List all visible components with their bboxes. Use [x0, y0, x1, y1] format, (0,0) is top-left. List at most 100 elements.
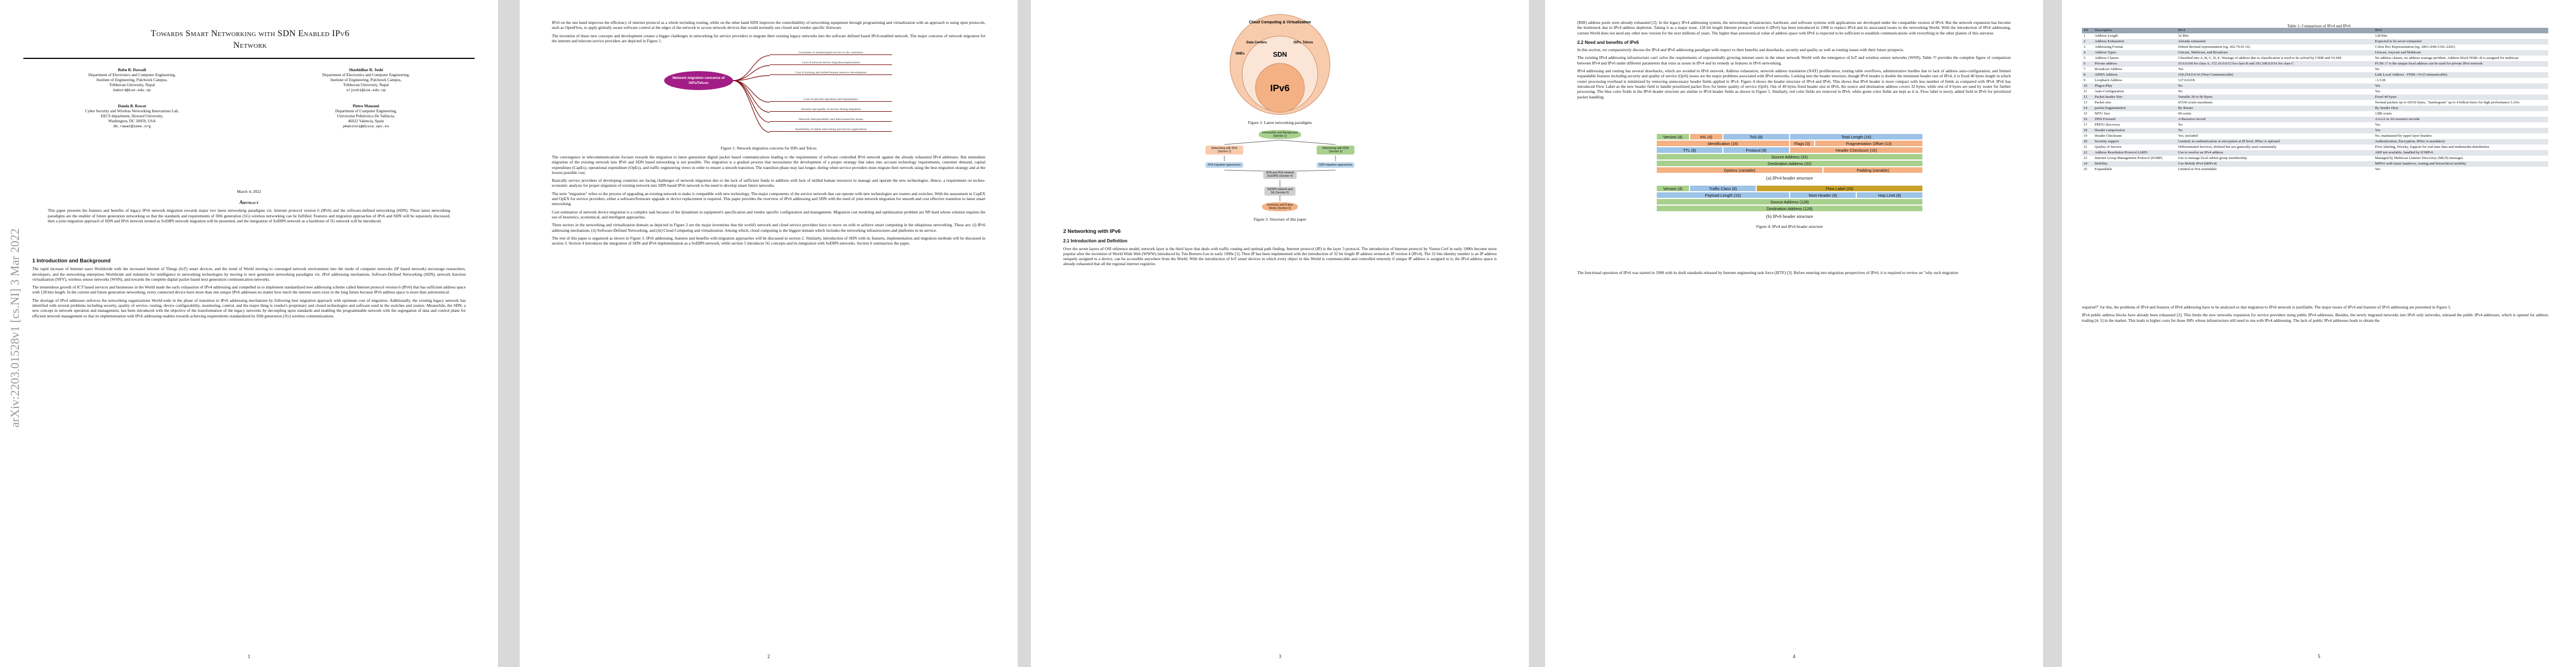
table-cell: Auto-Configuration — [2095, 89, 2124, 93]
figure-1-connectors — [733, 55, 770, 133]
table-1-caption: Table 1: Comparison of IPv4 and IPv6 — [2287, 23, 2351, 28]
page4-bottom-text: The functional operation of IPv6 was sta… — [1577, 270, 2011, 278]
table-cell: 12 — [2082, 94, 2093, 100]
author-affiliation: Institute of Engineering, Pulchowk Campu… — [96, 78, 168, 82]
paragraph: IPv4 public address blocks have already … — [2082, 312, 2548, 323]
table-cell: 11 — [2084, 89, 2087, 93]
table-cell: No — [2178, 89, 2183, 93]
paragraph: The rest of this paper is organized as s… — [552, 235, 985, 246]
fig3-5g-node: SoDIP6 network and 5G (Section 5) — [1264, 187, 1296, 196]
paragraph: The tremendous growth of ICT based servi… — [32, 285, 466, 295]
table-cell: Normal packets up to 65536 bytes, "Jumbo… — [2375, 101, 2520, 104]
table-cell: Unicast, Anycast and Multicast — [2373, 50, 2548, 56]
author-email[interactable]: baburd@ioe.edu.np — [113, 88, 151, 92]
header-field: Destination Address (128) — [1656, 205, 1923, 212]
figure-1-item: Availability of stable networking and se… — [770, 128, 892, 132]
paragraph: Three sectors in the networking and virt… — [552, 222, 985, 233]
table-cell: Quality of Service — [2095, 145, 2122, 149]
table-cell: By Sender Host — [2373, 106, 2548, 111]
header-row: Destination Address (128) — [1656, 205, 1923, 212]
author-email[interactable]: pmanzoni@disca.upv.es — [342, 125, 390, 128]
table-cell: Managed by Multicast Listener Discovery … — [2375, 156, 2463, 160]
page-number: 5 — [2318, 654, 2320, 659]
date: March 4, 2022 — [237, 189, 261, 194]
table-cell: 18 — [2082, 128, 2093, 133]
figure-4: Version (4)IHL (4)ToS (8)Total Length (1… — [1656, 133, 1923, 233]
paragraph: Over the seven layers of OSI reference m… — [1063, 246, 1497, 267]
figure-1-item: Security and quality of service during m… — [770, 108, 892, 112]
paragraph: The convergence in telecommunications fo… — [552, 155, 985, 175]
table-cell: 8 — [2082, 72, 2093, 78]
venn-ipv6-label: IPv6 — [1270, 83, 1290, 93]
table-cell: 23 — [2084, 156, 2087, 160]
figure-1-hub: Network migration concerns of ISPs/Telco… — [664, 71, 733, 90]
figure-3-caption: Figure 3: Structure of this paper — [1253, 217, 1307, 222]
table-cell: 10 — [2082, 83, 2093, 89]
fig3-intro-node: Introduction and Background (Section 1) — [1259, 130, 1301, 139]
table-cell: Address Length — [2095, 34, 2118, 38]
header-field: Identification (16) — [1656, 140, 1790, 147]
table-cell: APIPA Address — [2093, 72, 2176, 78]
header-field: Fragmentation Offset (13) — [1815, 140, 1923, 147]
table-cell: Limited or Not extendable — [2178, 167, 2217, 171]
arxiv-stamp: arXiv:2203.01528v1 [cs.NI] 3 Mar 2022 — [8, 228, 22, 428]
header-row: Version (4)IHL (4)ToS (8)Total Length (1… — [1656, 133, 1923, 140]
header-field: Hop Limit (8) — [1856, 192, 1923, 199]
table-cell: Yes — [2375, 167, 2380, 171]
header-field: Flags (3) — [1790, 140, 1815, 147]
fig3-sdn-node: Networking with SDN (Section 3) — [1317, 146, 1354, 155]
table-cell: 24 — [2082, 161, 2093, 167]
header-field: Options (variable) — [1656, 167, 1823, 173]
header-field: TTL (8) — [1656, 147, 1723, 153]
table-cell: Plug-n-Play — [2093, 83, 2176, 89]
header-field: Source Address (128) — [1656, 198, 1923, 206]
table-cell: 2 — [2082, 39, 2093, 44]
venn-right-label: ISPs, Telcos — [1294, 41, 1314, 44]
venn-ipv6-circle — [1255, 63, 1305, 113]
table-header-cell: IPv6 — [2373, 28, 2548, 33]
title-rule-top — [23, 58, 475, 59]
fig3-sodip6-node: SDN and IPv6 network (SoDIP6) (Section 4… — [1263, 170, 1297, 179]
figure-1: Network migration concerns of ISPs/Telco… — [631, 48, 942, 142]
header-field: Flow Label (20) — [1756, 185, 1923, 192]
paragraph: Basically service providers of developin… — [552, 178, 985, 188]
header-field: Source Address (32) — [1656, 153, 1923, 160]
header-row: Source Address (32) — [1656, 153, 1923, 160]
author-email[interactable]: db.rawat@ieee.org — [113, 125, 151, 128]
page-2: IPv6 on the one hand improves the effici… — [520, 0, 1018, 667]
page5-bottom-text: required?" for this, the problems of IPv… — [2082, 305, 2548, 326]
table-cell: 6 — [2082, 61, 2093, 67]
table-cell: Yes, included — [2178, 134, 2198, 138]
fig3-ipv6-migration-node: IPv6 migration approaches — [1205, 162, 1243, 168]
table-cell: Private address — [2093, 61, 2176, 67]
header-field: Destination Address (32) — [1656, 160, 1923, 167]
author-email[interactable]: srjoshi@ioe.edu.np — [346, 88, 386, 92]
header-field: Traffic Class (8) — [1690, 185, 1756, 192]
table-cell: Packet header Size — [2093, 94, 2176, 100]
author-affiliation: Tribhuvan University, Nepal — [343, 83, 389, 87]
table-cell: Variable 20 to 60 Bytes — [2176, 94, 2374, 100]
header-field: Padding (variable) — [1823, 167, 1923, 173]
header-row: Source Address (128) — [1656, 198, 1923, 206]
table-cell: 4 — [2082, 50, 2093, 56]
table-cell: 5 — [2084, 56, 2086, 60]
table-cell: MTU Size — [2095, 112, 2110, 116]
table-cell: 1280 octets — [2375, 112, 2392, 116]
subsection-heading: 2.2 Need and benefits of IPv6 — [1577, 39, 1639, 45]
